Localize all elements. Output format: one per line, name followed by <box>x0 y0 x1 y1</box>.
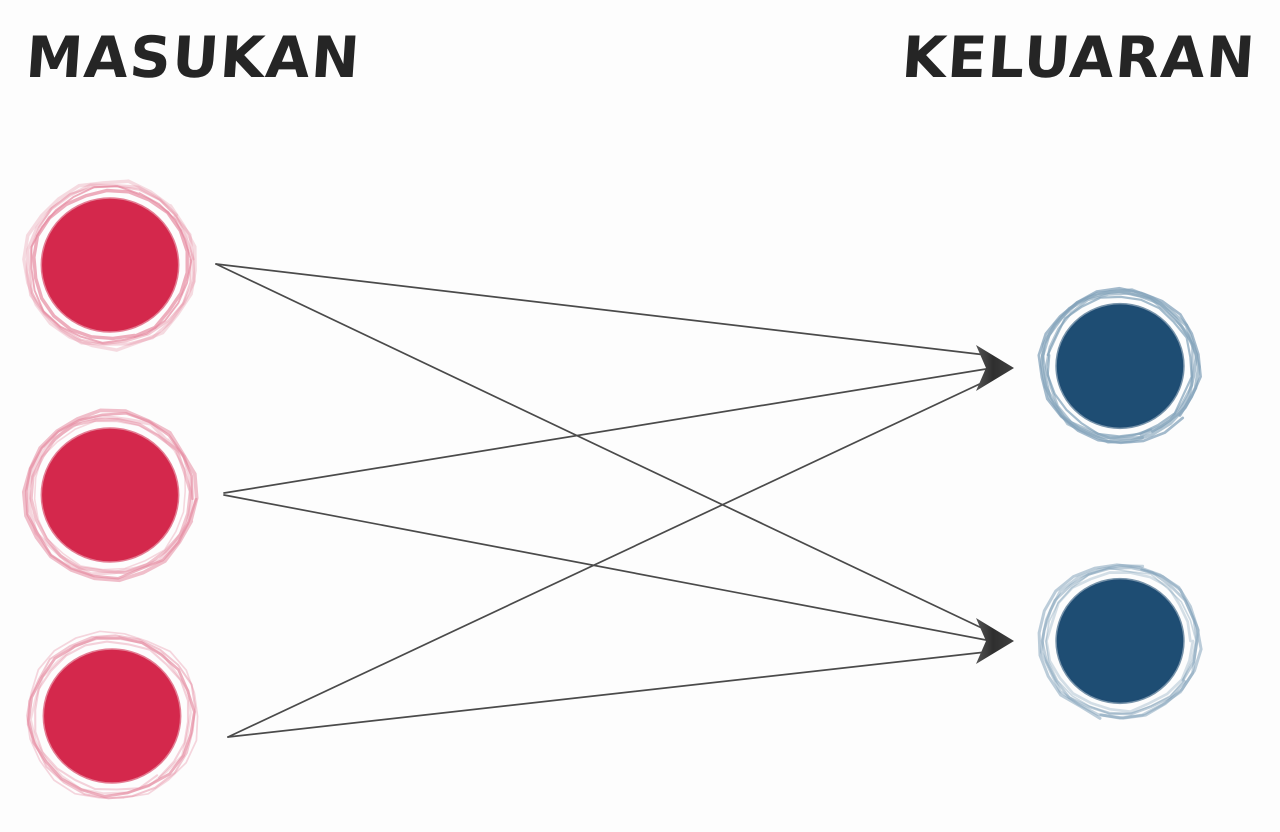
edge-in-3-to-out-1 <box>227 380 987 738</box>
arrowhead-to-out-2 <box>976 618 1014 664</box>
edge-in-1-to-out-2 <box>215 263 987 631</box>
edge-in-1-to-out-1 <box>215 263 987 356</box>
edge-in-2-to-out-1 <box>223 368 987 494</box>
edge-in-2-to-out-2 <box>223 494 987 641</box>
input-layer-title: MASUKAN <box>23 25 364 91</box>
output-node-1[interactable] <box>1026 272 1214 460</box>
output-layer-title: KELUARAN <box>899 25 1259 91</box>
input-node-2[interactable] <box>10 395 210 595</box>
arrowhead-group <box>976 345 1014 664</box>
input-node-3[interactable] <box>12 616 212 816</box>
input-node-1[interactable] <box>10 165 210 365</box>
output-node-2[interactable] <box>1026 547 1214 735</box>
edge-in-3-to-out-2 <box>227 651 987 738</box>
arrowhead-to-out-1 <box>976 345 1014 391</box>
edge-group <box>215 263 987 738</box>
